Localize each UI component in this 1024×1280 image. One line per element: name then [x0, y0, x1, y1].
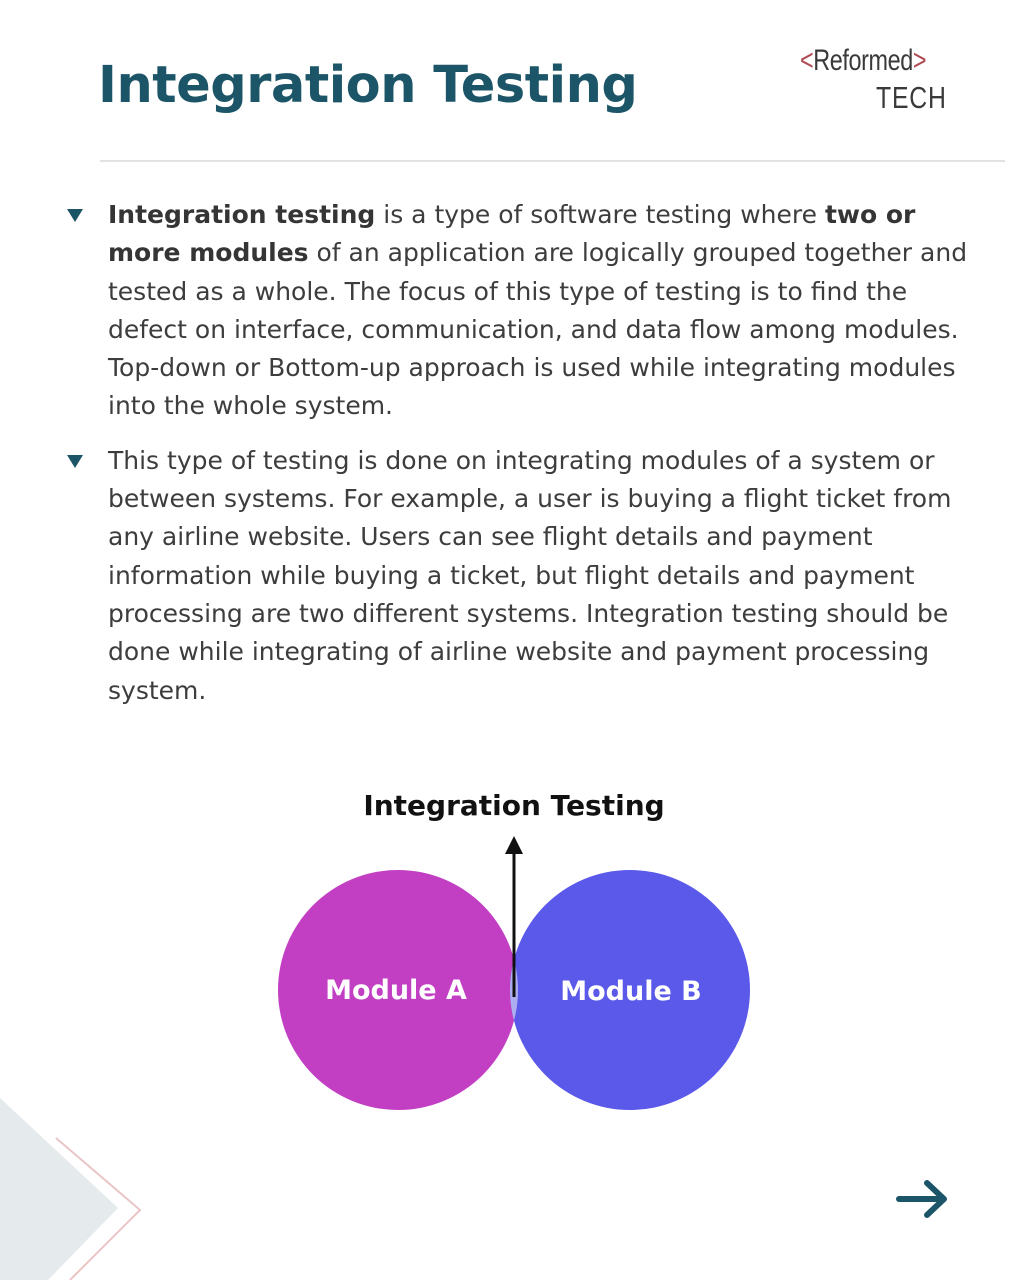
diagram-label: Integration Testing: [363, 789, 664, 822]
logo-open-bracket: <: [800, 44, 814, 77]
venn-diagram: Integration Testing Module A Module B: [278, 789, 750, 1110]
logo-sub: TECH: [876, 80, 947, 115]
module-a-label: Module A: [325, 975, 467, 1006]
triangle-bullet-icon: [67, 454, 83, 468]
bullet-list: Integration testing is a type of softwar…: [64, 196, 974, 726]
bullet-item: Integration testing is a type of softwar…: [64, 196, 974, 426]
bullet-plain-text: of an application are logically grouped …: [108, 238, 968, 421]
bullet-text: Integration testing is a type of softwar…: [108, 196, 974, 426]
triangle-bullet-icon: [67, 209, 83, 222]
integration-arrow-head-icon: [505, 836, 523, 854]
logo-word: Reformed: [813, 44, 913, 77]
module-b-label: Module B: [560, 976, 702, 1007]
logo-wordmark: <Reformed>: [800, 44, 927, 78]
module-a-circle: [278, 870, 518, 1110]
page-title: Integration Testing: [98, 56, 638, 115]
logo-close-bracket: >: [912, 44, 927, 77]
module-b-circle: [510, 870, 750, 1110]
bullet-bold-text: two or more modules: [108, 200, 916, 268]
corner-chevron-decoration: [0, 1098, 142, 1280]
bullet-bold-text: Integration testing: [108, 200, 376, 229]
bullet-item: This type of testing is done on integrat…: [64, 442, 974, 710]
bullet-plain-text: This type of testing is done on integrat…: [108, 445, 952, 705]
arrow-right-icon[interactable]: [895, 1178, 951, 1220]
bullet-text: This type of testing is done on integrat…: [108, 442, 974, 710]
reformed-tech-logo: <Reformed> TECH: [800, 40, 970, 120]
header-divider: [100, 160, 1005, 162]
bullet-plain-text: is a type of software testing where: [375, 200, 825, 229]
